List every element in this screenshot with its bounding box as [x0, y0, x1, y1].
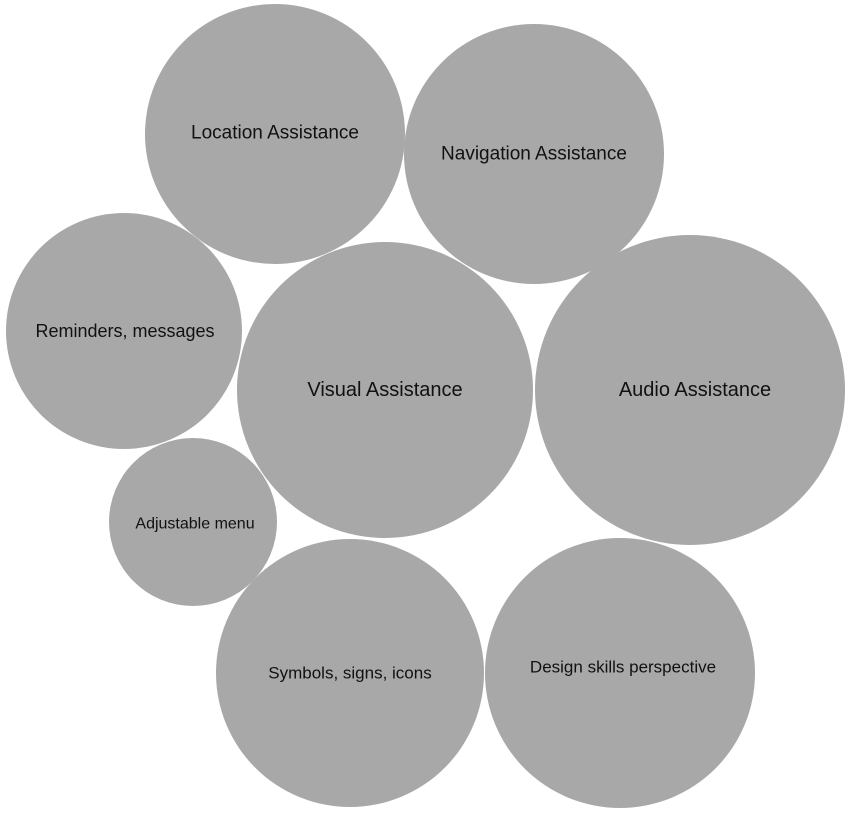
- bubble-circle: [404, 24, 664, 284]
- bubble-label-symbols-signs-icons: Symbols, signs, icons: [268, 664, 431, 683]
- bubble-reminders-messages: Reminders, messages: [6, 213, 242, 449]
- bubble-adjustable-menu: Adjustable menu: [109, 438, 277, 606]
- bubble-design-skills-perspective: Design skills perspective: [485, 538, 755, 808]
- bubble-label-adjustable-menu: Adjustable menu: [135, 516, 254, 533]
- bubble-circle: [237, 242, 533, 538]
- bubble-label-reminders-messages: Reminders, messages: [35, 321, 214, 341]
- bubble-circle: [6, 213, 242, 449]
- bubble-label-design-skills-perspective: Design skills perspective: [530, 658, 716, 677]
- bubble-label-navigation-assistance: Navigation Assistance: [441, 144, 627, 165]
- bubble-audio-assistance: Audio Assistance: [535, 235, 845, 545]
- bubble-label-audio-assistance: Audio Assistance: [619, 379, 771, 401]
- bubble-circle: [485, 538, 755, 808]
- bubble-navigation-assistance: Navigation Assistance: [404, 24, 664, 284]
- bubble-symbols-signs-icons: Symbols, signs, icons: [216, 539, 484, 807]
- bubble-visual-assistance: Visual Assistance: [237, 242, 533, 538]
- bubble-label-location-assistance: Location Assistance: [191, 123, 359, 144]
- bubble-circle: [145, 4, 405, 264]
- bubble-circle: [216, 539, 484, 807]
- bubble-circle: [109, 438, 277, 606]
- bubble-circle: [535, 235, 845, 545]
- bubble-label-visual-assistance: Visual Assistance: [307, 379, 462, 401]
- bubble-location-assistance: Location Assistance: [145, 4, 405, 264]
